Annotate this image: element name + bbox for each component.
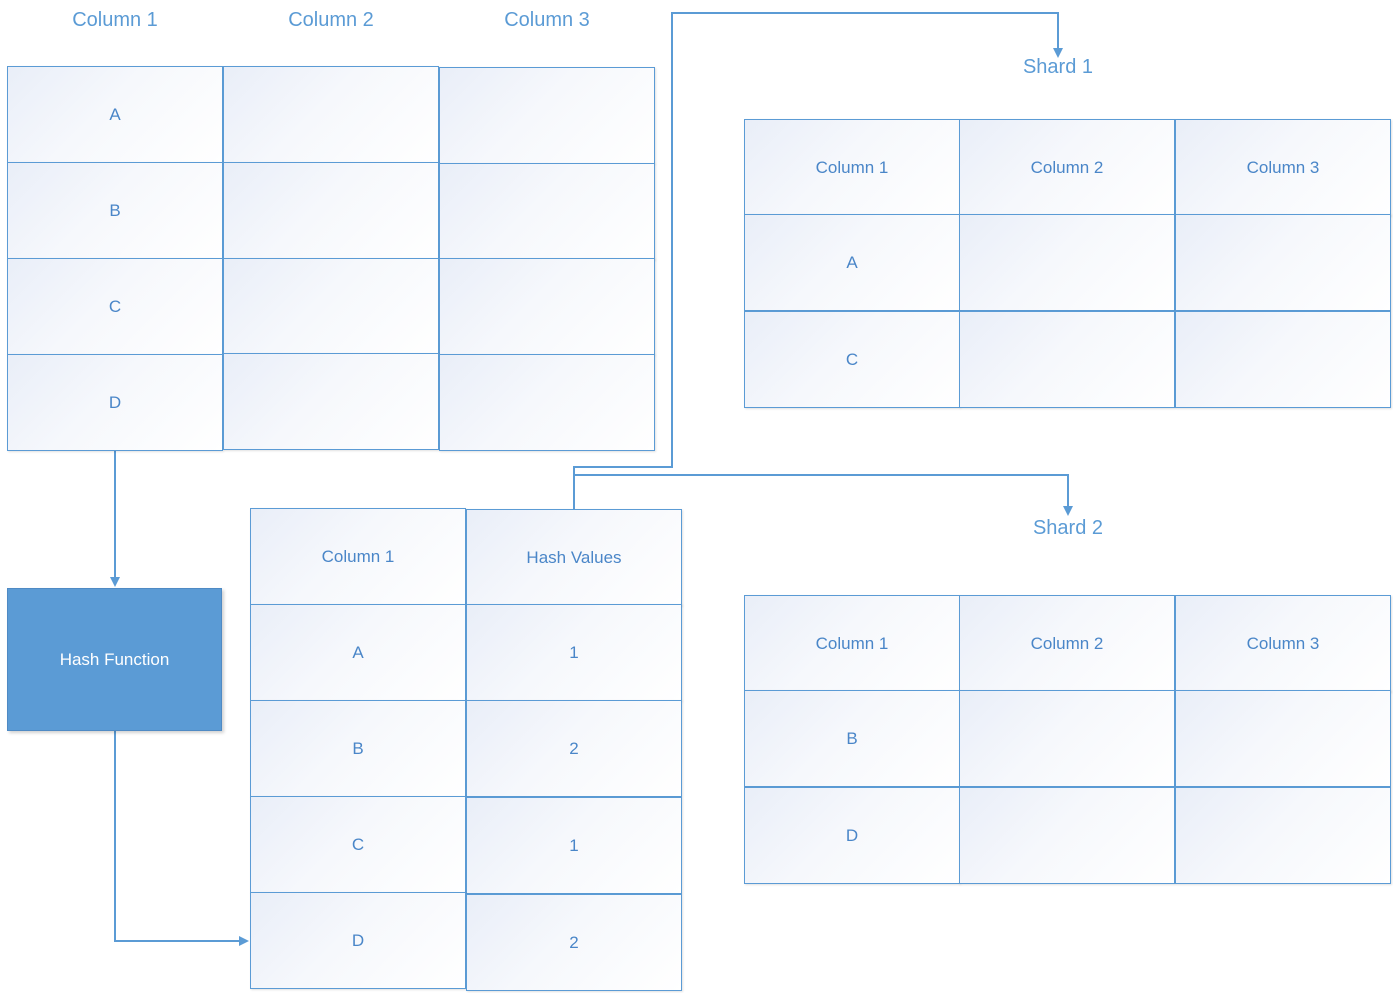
- shard1-row-a-col3: [1175, 214, 1391, 311]
- shard2-row-b-col2: [959, 690, 1175, 787]
- hash-table-key-c: C: [250, 796, 466, 893]
- source-row-b-col3: [439, 163, 655, 260]
- source-row-d-col3: [439, 354, 655, 451]
- hash-function-box: Hash Function: [7, 588, 222, 731]
- shard2-header-column-2: Column 2: [959, 595, 1175, 692]
- shard2-row-b-col1: B: [744, 690, 960, 787]
- hash-table-header-column-1: Column 1: [250, 508, 466, 605]
- source-row-d-col1: D: [7, 354, 223, 451]
- shard2-row-d-col1: D: [744, 787, 960, 884]
- shard1-header-column-1: Column 1: [744, 119, 960, 216]
- hash-table-key-b: B: [250, 700, 466, 797]
- source-row-a-col2: [223, 66, 439, 163]
- hash-table-value-d: 2: [466, 894, 682, 991]
- source-header-column-1: Column 1: [72, 9, 158, 31]
- source-row-b-col2: [223, 162, 439, 259]
- shard2-header-column-3: Column 3: [1175, 595, 1391, 692]
- source-row-c-col2: [223, 258, 439, 355]
- shard2-header-column-1: Column 1: [744, 595, 960, 692]
- shard1-header-column-3: Column 3: [1175, 119, 1391, 216]
- shard1-title: Shard 1: [1022, 56, 1094, 78]
- shard2-row-b-col3: [1175, 690, 1391, 787]
- source-row-a-col3: [439, 67, 655, 164]
- hash-table-header-hash-values: Hash Values: [466, 509, 682, 606]
- shard1-header-column-2: Column 2: [959, 119, 1175, 216]
- source-row-c-col3: [439, 258, 655, 355]
- source-header-column-2: Column 2: [288, 9, 374, 31]
- source-row-c-col1: C: [7, 258, 223, 355]
- source-row-a-col1: A: [7, 66, 223, 163]
- shard1-row-a-col1: A: [744, 214, 960, 311]
- shard1-row-a-col2: [959, 214, 1175, 311]
- hash-table-value-b: 2: [466, 700, 682, 797]
- hash-table-value-c: 1: [466, 797, 682, 894]
- source-row-d-col2: [223, 353, 439, 450]
- shard1-row-c-col1: C: [744, 311, 960, 408]
- shard2-row-d-col3: [1175, 787, 1391, 884]
- arrow-hash-function-to-hash-table: [114, 731, 249, 946]
- source-header-column-3: Column 3: [504, 9, 590, 31]
- shard1-row-c-col3: [1175, 311, 1391, 408]
- shard2-row-d-col2: [959, 787, 1175, 884]
- hash-table-value-a: 1: [466, 604, 682, 701]
- source-row-b-col1: B: [7, 162, 223, 259]
- shard2-title: Shard 2: [1032, 517, 1104, 539]
- shard1-row-c-col2: [959, 311, 1175, 408]
- hash-table-key-a: A: [250, 604, 466, 701]
- hash-table-key-d: D: [250, 892, 466, 989]
